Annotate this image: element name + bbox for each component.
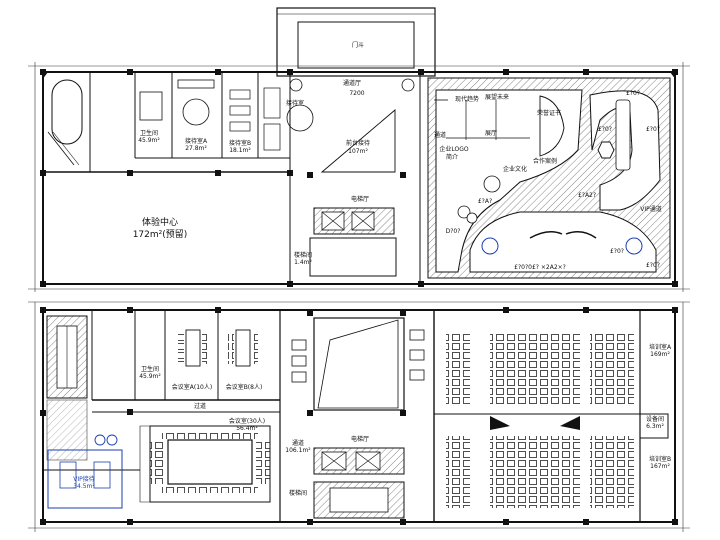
exhibit-tag-3: £?A? — [477, 198, 493, 205]
exhibit-tag-7: £?0? — [609, 248, 624, 255]
upper-bathroom-area: 45.9m² — [138, 137, 160, 144]
entrance-label: 门斗 — [351, 42, 364, 49]
exhibit-footer-text: £?0?0£? ×2A2×? — [514, 264, 566, 271]
big-meeting-name: 会议室(30人) — [228, 418, 266, 425]
office-chairs — [229, 87, 281, 151]
training-room-b-seats — [446, 436, 634, 508]
meeting-a-name: 会议室A(10人) — [171, 384, 213, 391]
reception-a-name: 接待室A — [184, 138, 208, 145]
lower-columns — [40, 307, 678, 525]
exhibit-corridor: 通道 — [433, 132, 446, 139]
reception-b-area: 18.1m² — [229, 147, 251, 154]
exhibit-tag-8: £?0? — [645, 262, 660, 269]
exhibit-title-modern: 现代趋势 — [454, 96, 479, 103]
lower-floor — [28, 301, 690, 532]
exhibit-company-culture: 企业文化 — [502, 166, 527, 173]
exhibit-company-logo: 企业LOGO — [439, 146, 469, 153]
upper-stair-left — [47, 131, 80, 166]
passage-area: 106.1m² — [285, 447, 311, 454]
exhibit-honor: 荣誉证书 — [536, 110, 561, 117]
lower-corridor-label: 过道 — [193, 403, 206, 410]
training-a-name: 培训室A — [648, 344, 672, 351]
exhibit-tag-4: D?0? — [445, 228, 461, 235]
stair-room-name: 楼梯间 — [293, 252, 312, 259]
vip-reception-furniture — [47, 434, 123, 509]
lower-stair-left — [46, 315, 88, 399]
exhibit-company-intro: 简介 — [445, 154, 458, 161]
upper-elevator-core — [309, 207, 397, 277]
front-desk-area: 107m² — [348, 148, 368, 155]
meeting-room-a-table — [178, 329, 208, 367]
training-room-a-seats — [446, 334, 634, 406]
exhibit-tag-9: VIP通道 — [640, 206, 662, 213]
exhibit-tag-5: £?A2? — [577, 192, 597, 199]
equipment-area: 6.3m² — [646, 423, 664, 430]
meeting-room-b-table — [228, 329, 258, 367]
stair-room-area: 1.4m² — [294, 259, 312, 266]
upper-bathroom-name: 卫生间 — [139, 130, 158, 137]
vip-reception-name: VIP接待 — [73, 476, 95, 483]
exhibit-tag-6: £?0? — [645, 126, 660, 133]
experience-center-area: 172m²(预留) — [132, 230, 188, 240]
training-a-area: 169m² — [650, 351, 670, 358]
lower-elevator-core — [313, 447, 405, 519]
meeting-b-name: 会议室B(8人) — [225, 384, 263, 391]
exhibit-cooperation: 合作案例 — [532, 158, 557, 165]
front-desk-name: 前台接待 — [345, 140, 370, 147]
reception-a-area: 27.8m² — [185, 145, 207, 152]
lower-bathroom-name: 卫生间 — [140, 366, 159, 373]
exhibit-title-vision: 展望未来 — [484, 94, 509, 101]
dimension-text: 7200 — [349, 90, 365, 97]
entrance-hall-label: 通道厅 — [342, 80, 361, 87]
experience-center-name: 体验中心 — [141, 218, 178, 228]
lower-bathroom-area: 45.9m² — [139, 373, 161, 380]
big-meeting-table — [139, 425, 271, 503]
exhibit-area-label: 展厅 — [484, 130, 497, 137]
lower-chairs-col — [291, 329, 425, 383]
upper-floor — [28, 7, 690, 292]
exhibit-tag-2: £?0? — [597, 126, 612, 133]
exhibit-tag-1: £?0? — [625, 90, 640, 97]
big-meeting-area: 56.4m² — [236, 425, 258, 432]
upper-elevator-hall-label: 电梯厅 — [350, 196, 369, 203]
equipment-name: 设备间 — [645, 416, 664, 423]
office-label: 接待室 — [285, 100, 304, 107]
entrance-vestibule — [276, 7, 436, 77]
passage-name: 通道 — [291, 440, 304, 447]
exhibit-hall-area — [427, 77, 671, 279]
lower-stair-label: 楼梯间 — [288, 490, 307, 497]
training-b-area: 167m² — [650, 463, 670, 470]
reception-b-name: 接待室B — [228, 140, 252, 147]
lower-elevator-hall-label: 电梯厅 — [350, 436, 369, 443]
training-b-name: 培训室B — [648, 456, 672, 463]
vip-reception-area: 34.5m² — [73, 483, 95, 490]
